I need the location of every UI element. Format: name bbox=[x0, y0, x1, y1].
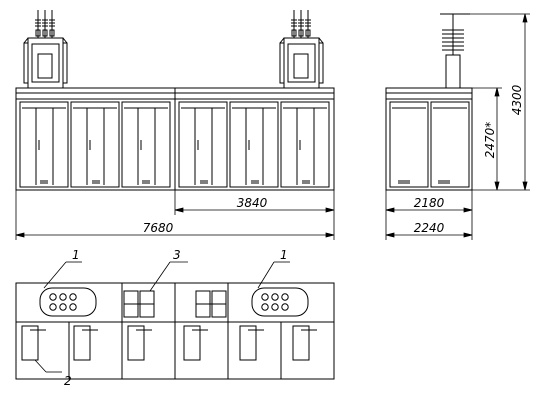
front-view bbox=[15, 10, 335, 191]
front-cabinets bbox=[19, 101, 330, 188]
dim-cabinet-height: 2470* bbox=[483, 122, 497, 159]
dim-overall-length: 7680 bbox=[143, 221, 174, 235]
dimension-lines bbox=[15, 13, 530, 240]
plan-view bbox=[15, 282, 335, 380]
callout-transformer-left: 1 bbox=[72, 248, 80, 262]
callout-leaders bbox=[34, 261, 290, 373]
dim-total-height: 4300 bbox=[510, 84, 524, 115]
callout-middle-part: 3 bbox=[173, 248, 181, 262]
side-view bbox=[385, 13, 473, 191]
dimension-labels: 7680 3840 2180 2240 2470* 4300 bbox=[143, 84, 524, 235]
callout-transformer-right: 1 bbox=[280, 248, 288, 262]
dim-half-length: 3840 bbox=[237, 196, 268, 210]
transformer-left bbox=[23, 10, 68, 89]
dim-side-inner: 2180 bbox=[414, 196, 445, 210]
callout-labels: 1 1 3 2 bbox=[64, 248, 288, 388]
dim-side-outer: 2240 bbox=[414, 221, 445, 235]
transformer-right bbox=[279, 10, 324, 89]
callout-cable-part: 2 bbox=[64, 374, 72, 388]
